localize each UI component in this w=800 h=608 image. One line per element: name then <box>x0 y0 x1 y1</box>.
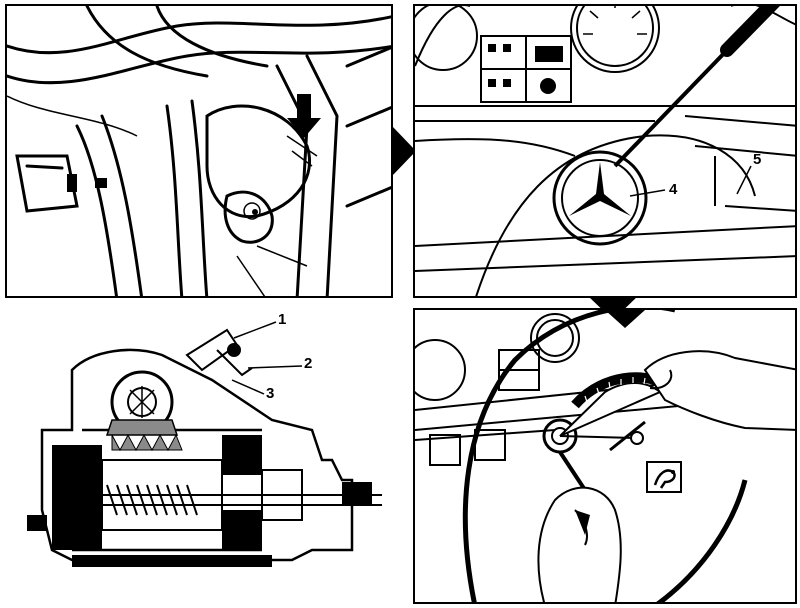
panel-engine-bay <box>5 4 393 298</box>
screwdriver <box>613 6 795 168</box>
panel-steering-box-cutaway: 1 2 3 <box>12 310 392 596</box>
callout-4: 4 <box>669 181 678 198</box>
arrow-right-icon <box>392 126 416 176</box>
callout-1: 1 <box>278 311 287 328</box>
sector-gear <box>105 370 179 436</box>
steering-box-drawing <box>27 321 382 567</box>
callout-3: 3 <box>266 385 275 402</box>
emblem-star <box>552 150 648 246</box>
panel-dashboard-emblem: 4 5 <box>413 4 797 298</box>
right-hand <box>643 350 795 431</box>
dashboard-emblem-drawing <box>415 6 795 296</box>
arrow-down-icon <box>287 94 321 138</box>
engine-bay-drawing <box>7 6 391 296</box>
steering-wheel-drawing <box>415 310 795 602</box>
steering-wheel-symbol <box>646 461 682 493</box>
left-hand <box>537 486 622 602</box>
callout-5: 5 <box>753 151 762 168</box>
panel-steering-wheel-check <box>413 308 797 604</box>
angle-gauge <box>559 372 662 452</box>
callout-2: 2 <box>304 355 313 372</box>
arrow-down-icon <box>605 310 645 328</box>
